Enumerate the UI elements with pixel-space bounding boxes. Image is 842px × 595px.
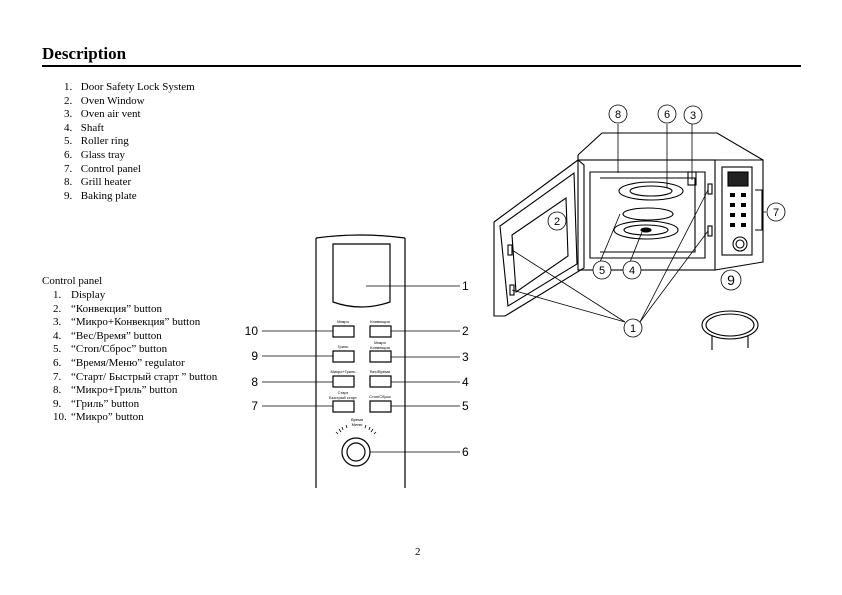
oven-callout-1: 1 xyxy=(630,323,636,335)
stop-button[interactable] xyxy=(369,400,392,413)
callout-3: 3 xyxy=(462,350,469,364)
list-item: 1.Display xyxy=(53,289,106,301)
oven-callout-4: 4 xyxy=(629,265,635,277)
title-rule xyxy=(42,65,801,67)
stop-label: Стоп/Сброс xyxy=(369,394,391,399)
start-label: Быстрый старт xyxy=(329,395,357,400)
ves-vremya-button[interactable] xyxy=(369,375,392,388)
oven-callout-3: 3 xyxy=(690,110,696,122)
ves-vremya-label: Вес/Время xyxy=(370,369,390,374)
list-item: 7. Control panel xyxy=(64,162,141,175)
list-item: 8.“Микро+Гриль” button xyxy=(53,384,178,397)
list-item: 8. Grill heater xyxy=(64,176,132,189)
callout-9: 9 xyxy=(251,349,258,363)
callout-7: 7 xyxy=(251,399,258,413)
list-item: 1. Door Safety Lock System xyxy=(64,81,195,93)
oven-callout-8: 8 xyxy=(615,109,621,121)
knob-label: Меню xyxy=(352,422,363,427)
list-item: 4. Shaft xyxy=(64,121,104,134)
callout-6: 6 xyxy=(462,445,469,459)
oven-callout-7: 7 xyxy=(773,207,779,219)
callout-1: 1 xyxy=(462,279,469,293)
list-item: 3. Oven air vent xyxy=(64,108,141,121)
gril-button[interactable] xyxy=(332,350,355,363)
mikro-button[interactable] xyxy=(332,325,355,338)
list-item: 4.“Вес/Время” button xyxy=(53,329,162,342)
mikro-gril-label: Микро+Гриль xyxy=(331,369,356,374)
list-item: 5. Roller ring xyxy=(64,135,129,148)
start-label: Старт xyxy=(338,390,349,395)
oven-callout-6: 6 xyxy=(664,109,670,121)
list-item: 3.“Микро+Конвекция” button xyxy=(53,316,201,329)
list-item: 2.“Конвекция” button xyxy=(53,302,162,315)
control-panel-heading: Control panel xyxy=(42,275,103,287)
knob-label: Время xyxy=(351,417,363,422)
page-number: 2 xyxy=(415,546,421,558)
page-title: Description xyxy=(42,44,127,63)
list-item: 7.“Старт/ Быстрый старт ” button xyxy=(53,370,218,383)
mikro-konvekciya-button[interactable] xyxy=(369,350,392,363)
list-item: 6.“Время/Меню” regulator xyxy=(53,356,185,369)
list-item: 9.“Гриль” button xyxy=(53,397,140,410)
list-item: 6. Glass tray xyxy=(64,148,126,161)
oven-callout-2: 2 xyxy=(554,216,560,228)
control-panel-list: 1.Display 2.“Конвекция” button 3.“Микро+… xyxy=(53,289,217,425)
display-window xyxy=(332,243,391,308)
gril-label: Гриль xyxy=(338,344,349,349)
callout-8: 8 xyxy=(251,375,258,389)
mikro-gril-button[interactable] xyxy=(332,375,355,388)
list-item: 9. Baking plate xyxy=(64,189,137,202)
mikro-konvekciya-label: Конвекция xyxy=(370,345,390,350)
callout-5: 5 xyxy=(462,399,469,413)
list-item: 2. Oven Window xyxy=(64,94,145,107)
callout-4: 4 xyxy=(462,375,469,389)
oven-callout-9: 9 xyxy=(727,272,735,288)
konvekciya-label: Конвекция xyxy=(370,319,390,324)
list-item: 5.“Стоп/Сброс” button xyxy=(53,343,168,356)
oven-callout-5: 5 xyxy=(599,265,605,277)
callout-2: 2 xyxy=(462,324,469,338)
mikro-konvekciya-label: Микро xyxy=(374,340,387,345)
list-item: 10.“Микро” button xyxy=(53,411,144,424)
konvekciya-button[interactable] xyxy=(369,325,392,338)
mikro-label: Микро xyxy=(337,319,350,324)
parts-list: 1. Door Safety Lock System 2. Oven Windo… xyxy=(64,81,195,203)
start-button[interactable] xyxy=(332,400,355,413)
callout-10: 10 xyxy=(245,324,259,338)
